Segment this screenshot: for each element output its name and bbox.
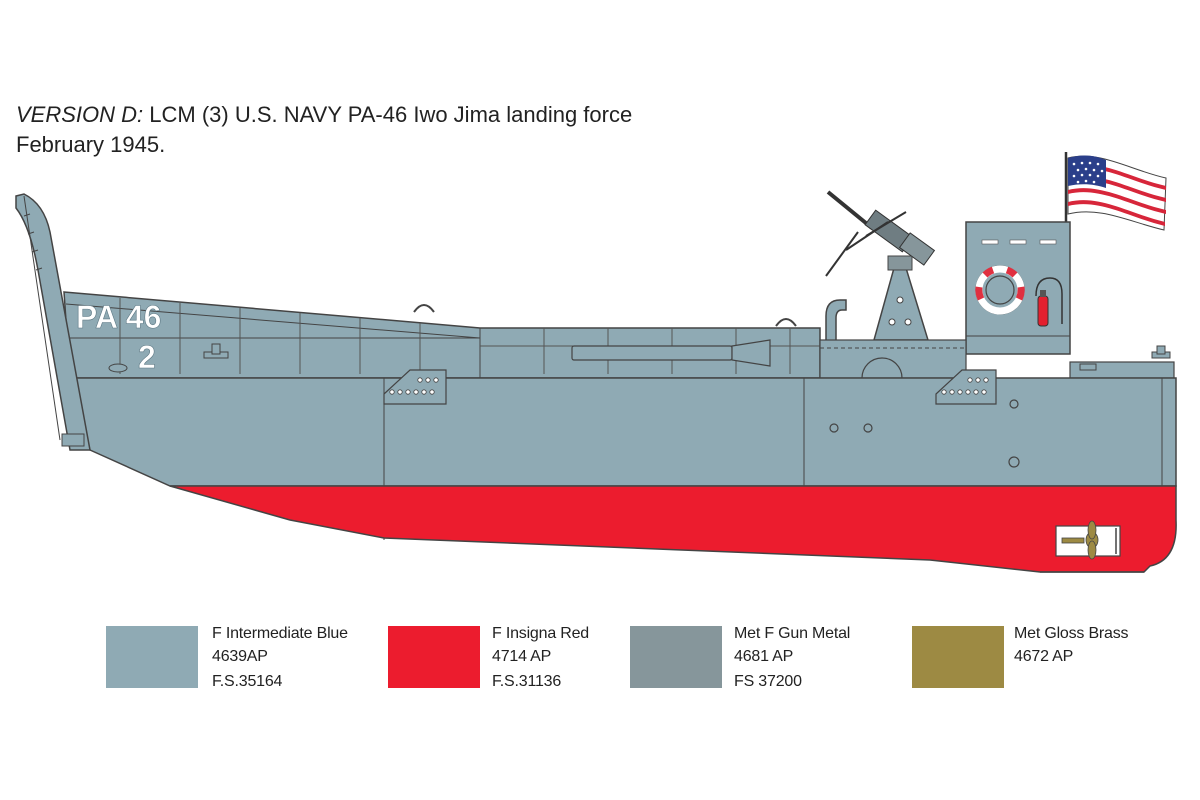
version-title: LCM (3) U.S. NAVY PA-46 Iwo Jima landing… [143,102,633,127]
lifting-bracket-aft [935,369,997,405]
fire-extinguisher-icon [1035,277,1063,327]
bulwark [63,291,821,379]
deckhouse [965,221,1071,355]
hull-upper [69,377,1177,487]
caption-line-1: VERSION D: LCM (3) U.S. NAVY PA-46 Iwo J… [16,100,632,130]
swatch-fs: F.S.35164 [212,673,283,690]
us-flag [1064,152,1167,231]
version-label: VERSION D: [16,102,144,127]
swatch-name: Met F Gun Metal [734,625,851,642]
swatch-fs: F.S.31136 [492,673,562,690]
swatch-name: Met Gloss Brass [1014,625,1129,642]
swatch-gun-metal [630,626,722,688]
version-caption: VERSION D: LCM (3) U.S. NAVY PA-46 Iwo J… [16,100,632,160]
swatch-label-gun-metal: Met F Gun Metal 4681 AP FS 37200 [734,622,850,693]
swatch-code: 4639AP [212,648,268,665]
swatch-code: 4714 AP [492,648,552,665]
swatch-name: F Intermediate Blue [212,625,348,642]
lcm-landing-craft-illustration: PA 46 2 [15,152,1177,573]
bow-ramp [15,193,91,451]
swatch-gloss-brass [912,626,1004,688]
life-ring-icon [975,265,1025,315]
swatch-insignia-red [388,626,480,688]
swatch-name: F Insigna Red [492,625,590,642]
swatch-code: 4681 AP [734,648,794,665]
caption-line-2: February 1945. [16,132,166,157]
aft-deck-rail [819,339,1175,379]
swatch-label-insignia-red: F Insigna Red 4714 AP F.S.31136 [492,622,589,693]
swatch-intermediate-blue [106,626,198,688]
flag-stars [1072,161,1104,184]
machine-gun-mount [825,190,936,341]
swatch-code: 4672 AP [1014,648,1074,665]
boat-drawing: PA 46 2 [15,152,1177,573]
vent-pipe [825,299,847,345]
lifting-bracket-fore [383,369,447,405]
craft-number-marking: 2 [138,339,156,375]
swatch-fs: FS 37200 [734,673,802,690]
swatch-label-gloss-brass: Met Gloss Brass 4672 AP [1014,622,1129,668]
bow-code-marking: PA 46 [76,299,161,335]
propeller-icon [1055,520,1121,560]
hull-portholes [829,399,1020,468]
hull-lower-red [169,485,1177,573]
swatch-label-intermediate-blue: F Intermediate Blue 4639AP F.S.35164 [212,622,348,693]
